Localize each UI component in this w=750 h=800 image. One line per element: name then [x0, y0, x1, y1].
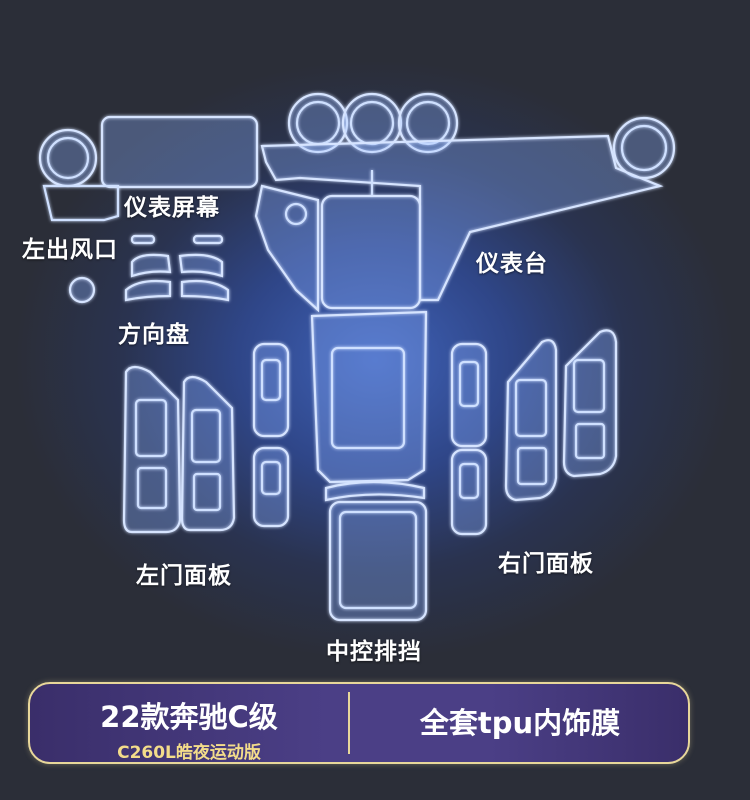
- vent-slots: [68, 234, 224, 304]
- label-instrument-screen: 仪表屏幕: [124, 195, 220, 221]
- label-dashboard: 仪表台: [476, 251, 548, 277]
- dashboard-vent-rings: [287, 92, 676, 180]
- label-steering-wheel: 方向盘: [118, 322, 190, 348]
- label-left-door-panel: 左门面板: [136, 563, 232, 589]
- label-left-vent: 左出风口: [22, 237, 118, 263]
- dashboard-trim-piece: [260, 134, 664, 302]
- banner-model-section: 22款奔驰C级 C260L皓夜运动版: [30, 684, 348, 763]
- banner-model-subtitle: C260L皓夜运动版: [117, 743, 261, 763]
- banner-model-title: 22款奔驰C级: [100, 700, 278, 734]
- left-vent-ring: [38, 128, 98, 188]
- banner-divider: [348, 692, 350, 754]
- label-center-console: 中控排挡: [326, 639, 422, 665]
- product-banner: 22款奔驰C级 C260L皓夜运动版 全套tpu内饰膜: [28, 682, 690, 764]
- left-door-panels: [122, 365, 236, 534]
- right-door-panels: [504, 329, 618, 502]
- center-console-pieces: [310, 170, 428, 622]
- right-door-small-pieces: [450, 342, 488, 536]
- banner-product-name: 全套tpu内饰膜: [419, 706, 621, 740]
- steering-wheel-pieces: [124, 253, 230, 302]
- instrument-screen-piece: [100, 115, 259, 189]
- left-door-small-pieces: [252, 342, 290, 528]
- label-right-door-panel: 右门面板: [498, 551, 594, 577]
